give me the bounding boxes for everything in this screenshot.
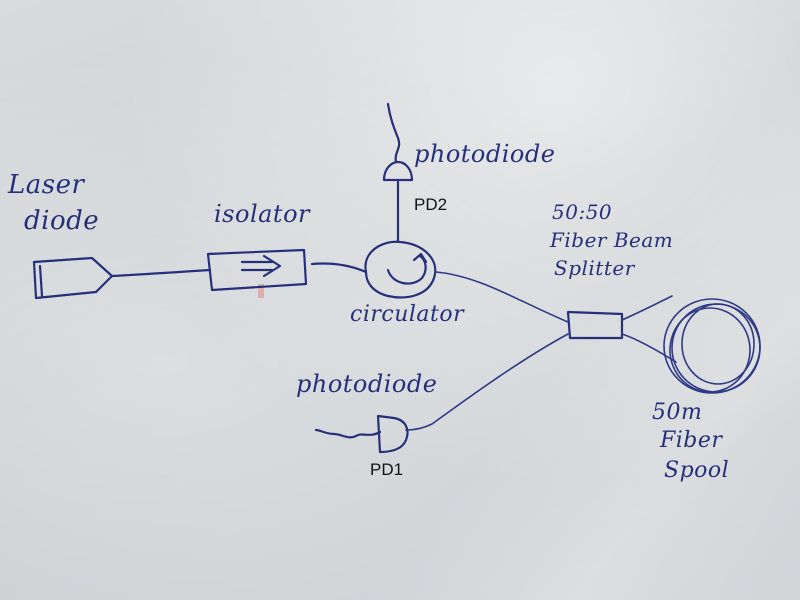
splitter-box [566, 310, 624, 340]
pd1-pigtail [314, 428, 382, 439]
photodiode-bottom-label: photodiode [296, 370, 438, 398]
fiber-laser-to-isolator [110, 268, 212, 278]
fiber-circulator-to-splitter [435, 271, 569, 323]
splitter-label-line1: 50:50 [552, 200, 613, 224]
fiber-splitter-to-pd1 [405, 333, 569, 431]
fiber-spool-loops [663, 298, 761, 394]
circulator-shape [364, 240, 437, 299]
pd1-label: PD1 [370, 460, 404, 479]
pd1-shape [376, 414, 409, 454]
spool-label-line1: 50m [652, 400, 703, 425]
laser-diode-label-line1: Laser [8, 170, 85, 200]
photodiode-top-label: photodiode [414, 140, 556, 168]
spool-label-line2: Fiber [660, 428, 723, 453]
spool-label-line3: Spool [664, 458, 730, 483]
reflection-mark [258, 284, 264, 298]
splitter-label-line2: Fiber Beam [550, 228, 674, 252]
isolator-label: isolator [214, 200, 310, 228]
splitter-label-line3: Splitter [554, 256, 635, 280]
laser-diode-label-line2: diode [24, 206, 100, 236]
isolator-box [206, 248, 308, 292]
pd2-pigtail [386, 102, 401, 164]
laser-diode-shape [32, 256, 114, 300]
circulator-arrow [386, 252, 428, 285]
pd2-shape [382, 160, 414, 182]
pd2-label: PD2 [414, 195, 448, 214]
fiber-splitter-to-spool [621, 295, 677, 363]
fiber-isolator-to-circulator [310, 262, 368, 274]
isolator-arrow [240, 254, 282, 278]
circulator-label: circulator [350, 302, 465, 327]
